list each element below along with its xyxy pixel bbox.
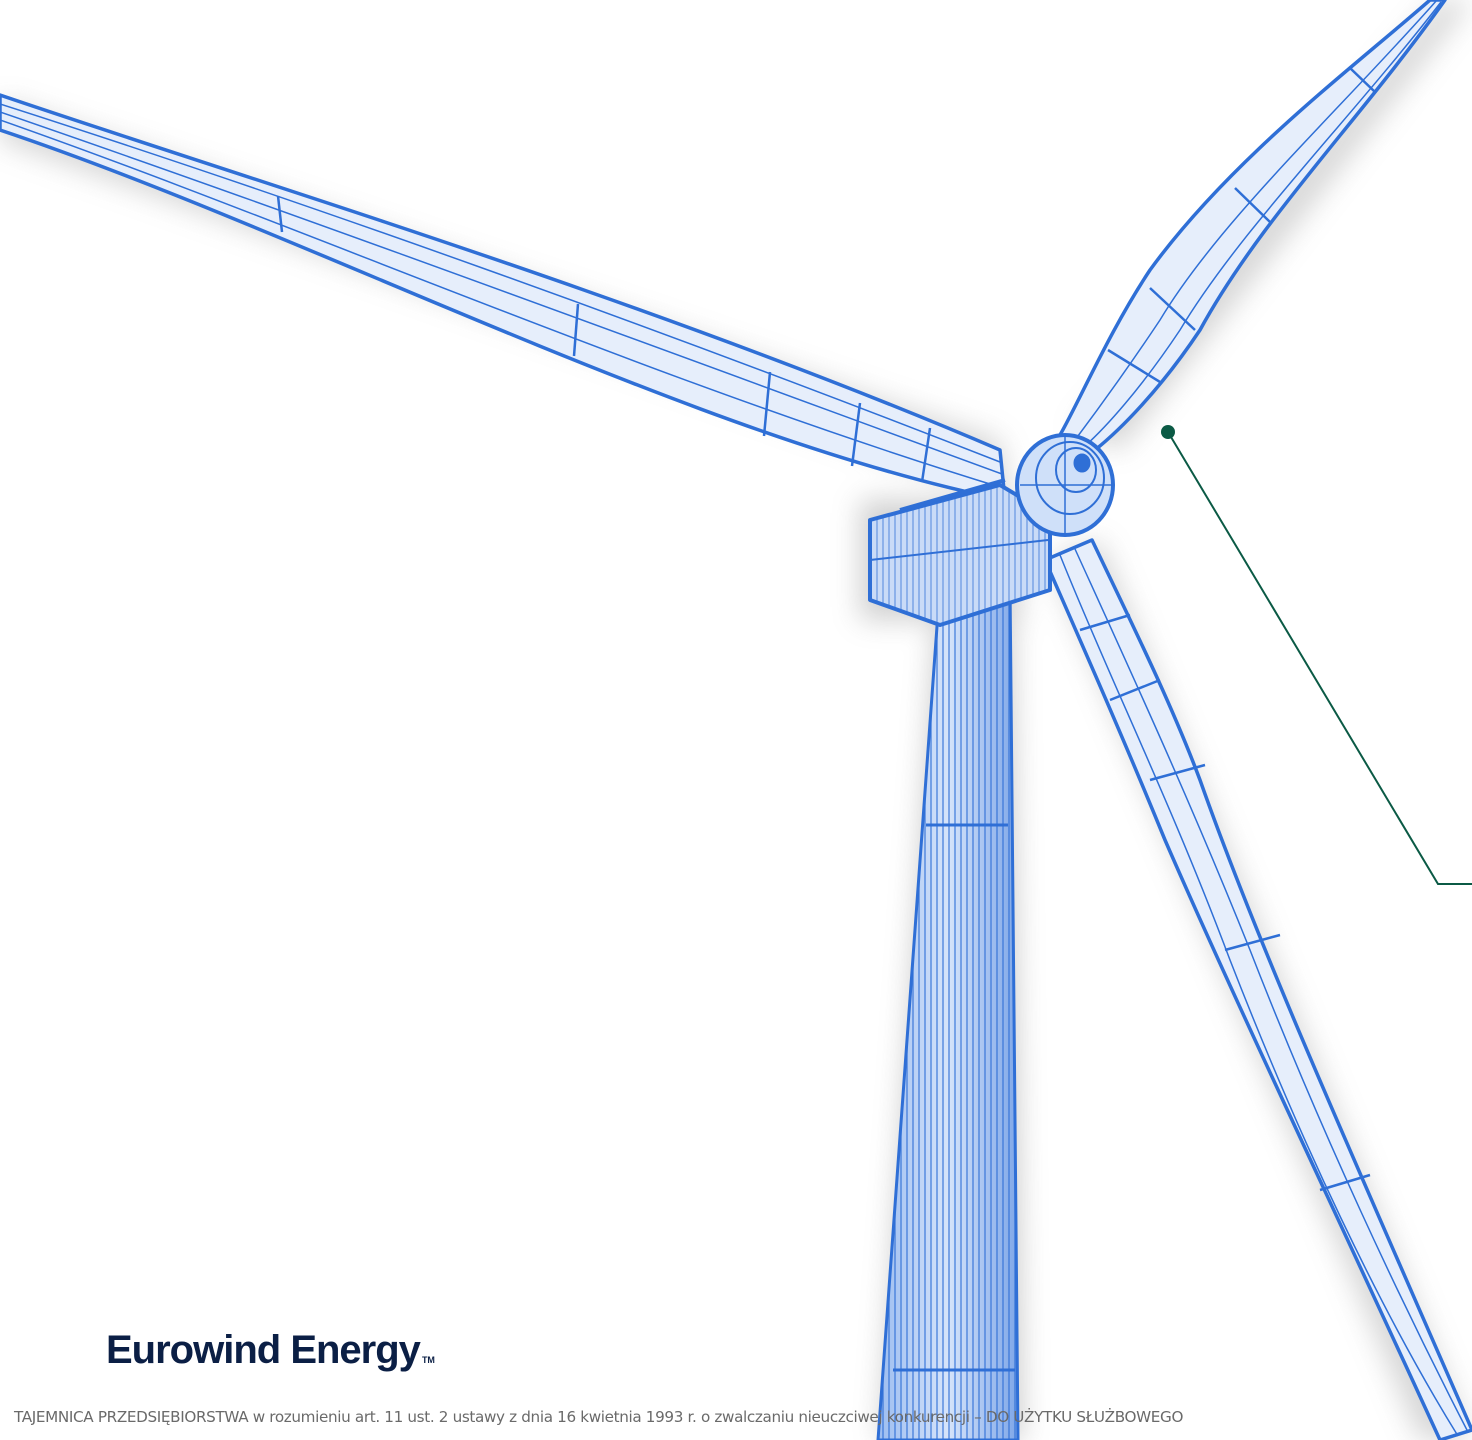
blade-left	[0, 93, 1007, 502]
confidentiality-footer: TAJEMNICA PRZEDSIĘBIORSTWA w rozumieniu …	[14, 1408, 1184, 1426]
tower	[876, 583, 1020, 1440]
trademark-mark: TM	[421, 1355, 435, 1365]
brand-name: Eurowind Energy	[106, 1328, 421, 1372]
blade-top-right	[1058, 0, 1447, 452]
blade-lower-right	[1043, 538, 1472, 1440]
callout-pointer	[1161, 425, 1472, 885]
nacelle	[868, 478, 1052, 627]
rotor-hub	[1015, 433, 1115, 537]
